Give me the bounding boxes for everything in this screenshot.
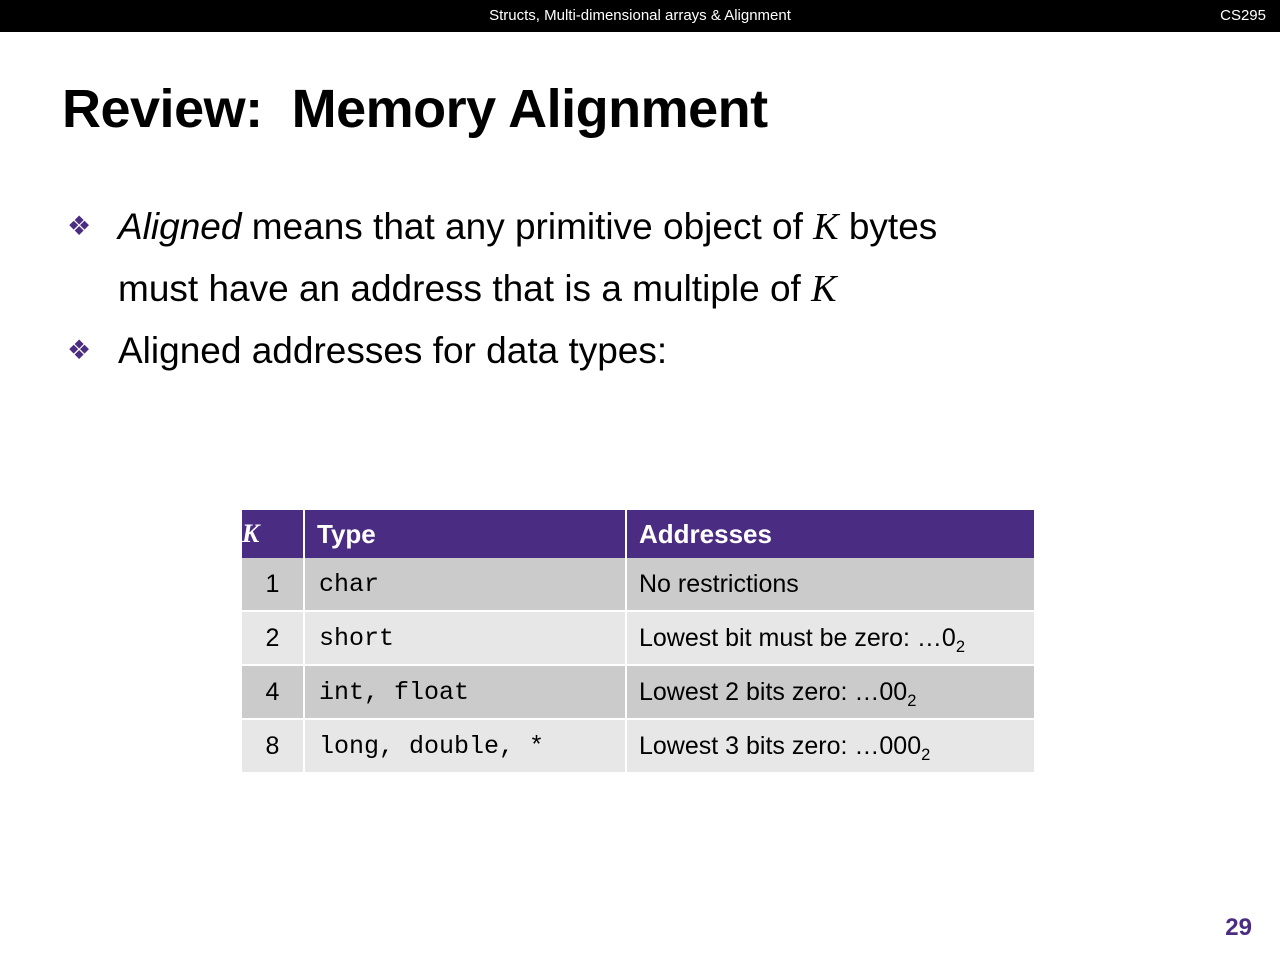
cell-addresses: Lowest bit must be zero: …02 — [627, 612, 1034, 666]
cell-addresses-text: No restrictions — [639, 569, 799, 598]
bullet-text-line-2: must have an address that is a multiple … — [118, 268, 837, 310]
cell-addresses-subscript: 2 — [907, 691, 917, 710]
cell-k: 2 — [242, 612, 305, 666]
bullet-1-tail: bytes — [838, 206, 938, 247]
cell-addresses-text: Lowest 3 bits zero: …000 — [639, 731, 922, 760]
bullet-1-line2-rest: must have an address that is a multiple … — [118, 268, 812, 309]
diamond-bullet-icon: ❖ — [67, 335, 92, 365]
table-row: 2 short Lowest bit must be zero: …02 — [242, 612, 1034, 666]
cell-type: short — [305, 612, 627, 666]
bullet-text-line-3: Aligned addresses for data types: — [118, 330, 668, 371]
cell-type: int, float — [305, 666, 627, 720]
cell-addresses-text: Lowest 2 bits zero: …00 — [639, 677, 908, 706]
bullet-text-line-1: Aligned means that any primitive object … — [118, 206, 938, 248]
table-header-row: K Type Addresses — [242, 510, 1034, 558]
variable-k: K — [811, 268, 837, 310]
column-header-k: K — [242, 510, 305, 558]
cell-addresses: Lowest 3 bits zero: …0002 — [627, 720, 1034, 772]
bullet-list: ❖ Aligned means that any primitive objec… — [62, 196, 1222, 381]
cell-addresses: Lowest 2 bits zero: …002 — [627, 666, 1034, 720]
table-row: 8 long, double, * Lowest 3 bits zero: …0… — [242, 720, 1034, 772]
page-number: 29 — [1225, 914, 1252, 941]
alignment-table: K Type Addresses 1 char No restrictions … — [242, 510, 1034, 772]
column-header-type: Type — [305, 510, 627, 558]
list-item: ❖ Aligned means that any primitive objec… — [62, 196, 1222, 258]
emphasis-aligned: Aligned — [118, 206, 242, 247]
cell-k: 8 — [242, 720, 305, 772]
diamond-bullet-icon: ❖ — [67, 211, 92, 241]
bullet-1-rest: means that any primitive object of — [241, 206, 814, 247]
cell-k: 4 — [242, 666, 305, 720]
slide-header-bar: Structs, Multi-dimensional arrays & Alig… — [0, 0, 1280, 32]
cell-addresses: No restrictions — [627, 558, 1034, 612]
cell-addresses-text: Lowest bit must be zero: …0 — [639, 623, 956, 652]
table-row: 4 int, float Lowest 2 bits zero: …002 — [242, 666, 1034, 720]
cell-type: long, double, * — [305, 720, 627, 772]
header-course-code: CS295 — [1220, 7, 1266, 24]
list-item-continuation: must have an address that is a multiple … — [62, 258, 1222, 320]
list-item: ❖ Aligned addresses for data types: — [62, 320, 1222, 381]
table-row: 1 char No restrictions — [242, 558, 1034, 612]
cell-type: char — [305, 558, 627, 612]
variable-k: K — [813, 206, 839, 248]
page-title: Review: Memory Alignment — [62, 79, 768, 139]
cell-k: 1 — [242, 558, 305, 612]
column-header-addresses: Addresses — [627, 510, 1034, 558]
cell-addresses-subscript: 2 — [955, 637, 965, 656]
header-title: Structs, Multi-dimensional arrays & Alig… — [489, 7, 791, 24]
cell-addresses-subscript: 2 — [921, 745, 931, 764]
